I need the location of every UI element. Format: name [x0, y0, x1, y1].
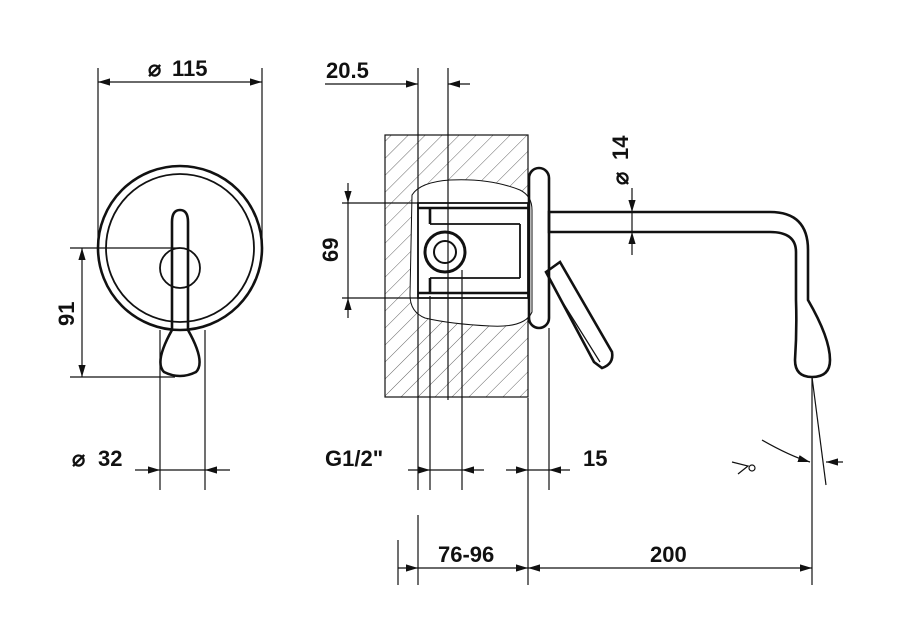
- dim-dia-32: 32: [98, 446, 122, 471]
- dim-dia-115: 115: [172, 56, 208, 81]
- dim-dia-115-symbol: ⌀: [148, 56, 162, 81]
- dim-69: 69: [318, 238, 343, 262]
- dim-76-96: 76-96: [438, 542, 494, 567]
- dim-dia-14-symbol: ⌀: [608, 171, 633, 185]
- side-view: 20.5 69 ⌀ 14 G1/2" 15 76-96 200: [318, 58, 843, 585]
- dim-15: 15: [583, 446, 607, 471]
- rosette-side: [527, 166, 551, 330]
- dim-200: 200: [650, 542, 687, 567]
- handle-hub: [159, 247, 201, 289]
- spout: [547, 210, 832, 379]
- dim-91: 91: [54, 302, 79, 326]
- dim-thread-g1-2: G1/2": [325, 446, 383, 471]
- dim-20-5: 20.5: [326, 58, 369, 83]
- dim-dia-14: 14: [608, 135, 633, 160]
- lever-side: [544, 260, 614, 370]
- angle-symbol: [731, 461, 750, 475]
- lever-front: [159, 208, 201, 378]
- wall-cavity: [409, 179, 533, 327]
- dim-dia-32-symbol: ⌀: [72, 446, 86, 471]
- front-view: ⌀ 115 91 ⌀ 32: [54, 56, 264, 490]
